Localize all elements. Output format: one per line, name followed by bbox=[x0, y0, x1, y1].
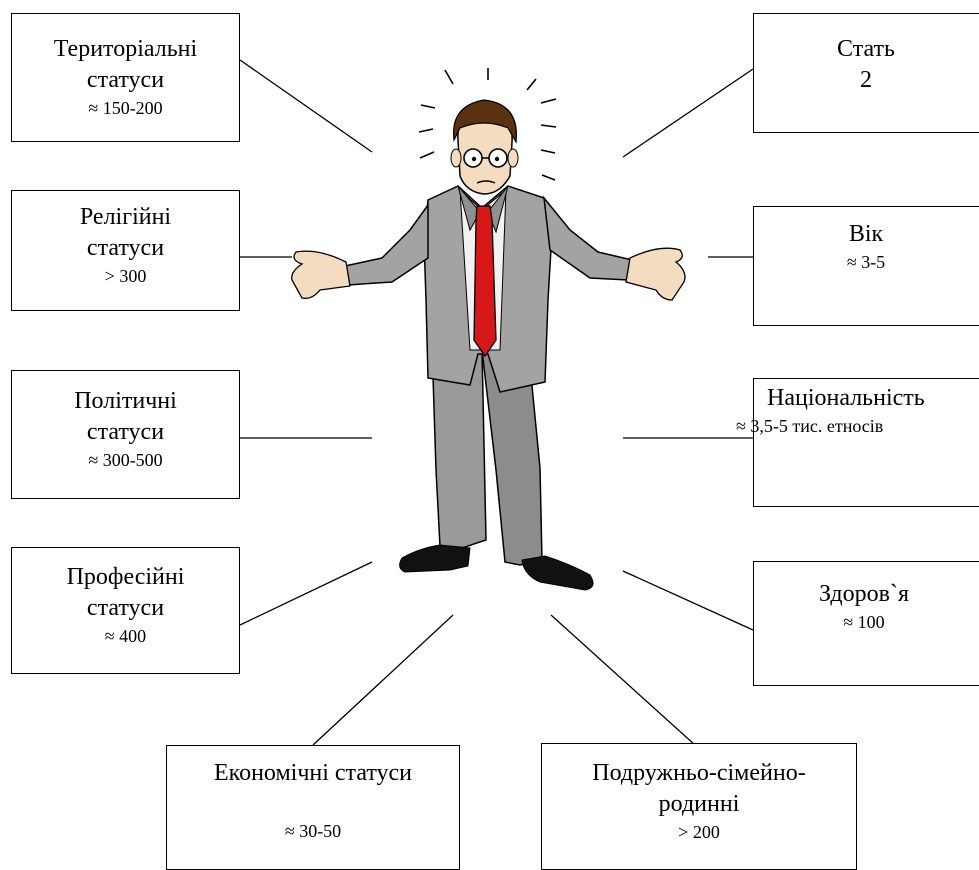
box-title-line1: Економічні статуси bbox=[213, 760, 413, 786]
box-title-line1: Релігійні bbox=[79, 204, 172, 230]
box-title-line1: Подружньо-сімейно- bbox=[592, 760, 806, 786]
box-title-line1: Вік bbox=[848, 221, 884, 247]
box-title-line2: родинні bbox=[658, 791, 740, 817]
box-title-line1: Професійні bbox=[66, 564, 185, 590]
family-status-box: Подружньо-сімейно- родинні > 200 bbox=[541, 743, 857, 870]
professional-status-box: Професійні статуси ≈ 400 bbox=[11, 547, 240, 674]
box-value: ≈ 100 bbox=[843, 612, 885, 632]
box-title-line1: Здоров`я bbox=[819, 581, 909, 607]
health-box: Здоров`я ≈ 100 bbox=[753, 561, 979, 686]
box-title-line2: статуси bbox=[86, 235, 165, 261]
nationality-box: Національність ≈ 3,5-5 тис. етносів bbox=[736, 378, 979, 507]
box-title-line1: Національність bbox=[767, 385, 925, 411]
age-box: Вік ≈ 3-5 bbox=[753, 206, 979, 326]
sex-box: Стать 2 bbox=[753, 13, 979, 133]
box-title-line2: статуси bbox=[86, 67, 165, 93]
box-value: ≈ 150-200 bbox=[88, 98, 163, 118]
box-title-line2: статуси bbox=[86, 595, 165, 621]
box-title-line1: Політичні bbox=[74, 388, 177, 414]
political-status-box: Політичні статуси ≈ 300-500 bbox=[11, 370, 240, 499]
religious-status-box: Релігійні статуси > 300 bbox=[11, 190, 240, 311]
territorial-status-box: Територіальні статуси ≈ 150-200 bbox=[11, 13, 240, 142]
box-value: > 300 bbox=[104, 266, 147, 286]
box-value: ≈ 300-500 bbox=[88, 450, 163, 470]
box-value: ≈ 3-5 bbox=[846, 252, 886, 272]
economic-status-box: Економічні статуси ≈ 30-50 bbox=[166, 745, 460, 870]
box-value: ≈ 30-50 bbox=[284, 821, 342, 841]
box-title-line1: Територіальні bbox=[53, 36, 198, 62]
box-title-line2: 2 bbox=[860, 67, 872, 93]
box-value: ≈ 400 bbox=[104, 626, 147, 646]
box-title-line2: статуси bbox=[86, 419, 165, 445]
box-title-line1: Стать bbox=[837, 36, 895, 62]
box-value: ≈ 3,5-5 тис. етносів bbox=[736, 416, 884, 436]
box-value: > 200 bbox=[678, 822, 720, 842]
